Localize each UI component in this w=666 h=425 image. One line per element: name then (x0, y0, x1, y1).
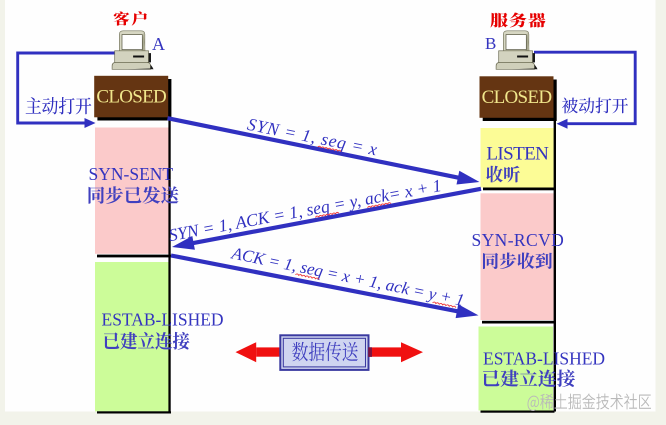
svg-text:LISTEN: LISTEN (486, 144, 549, 165)
svg-text:SYN-RCVD: SYN-RCVD (472, 230, 565, 250)
svg-text:B: B (485, 34, 496, 53)
svg-text:ESTAB-LISHED: ESTAB-LISHED (483, 349, 605, 369)
svg-text:CLOSED: CLOSED (482, 87, 552, 108)
svg-text:ESTAB-LISHED: ESTAB-LISHED (102, 310, 224, 330)
svg-text:SYN-SENT: SYN-SENT (89, 164, 174, 184)
svg-text:CLOSED: CLOSED (96, 86, 166, 107)
svg-text:A: A (152, 34, 165, 54)
